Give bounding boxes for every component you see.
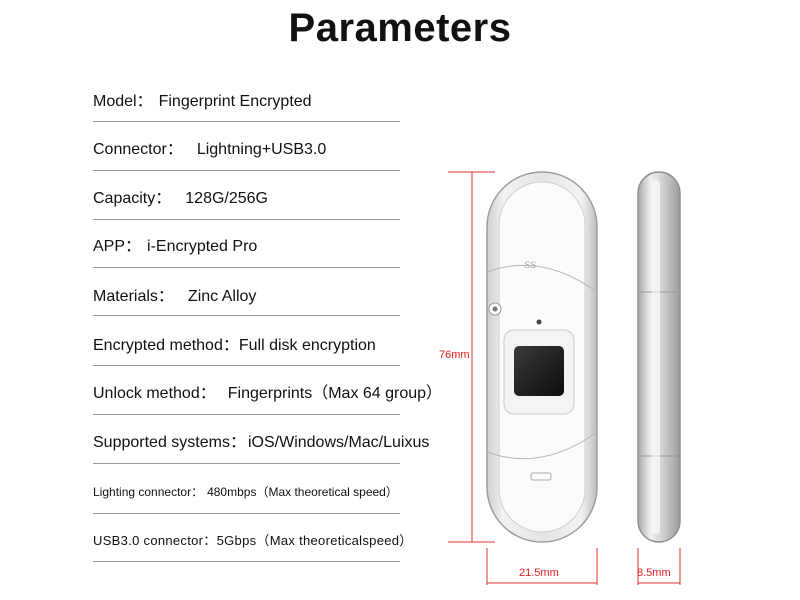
param-usb3-connector: USB3.0 connector：5Gbps（Max theoreticalsp… bbox=[93, 530, 412, 549]
param-label: Model： bbox=[93, 93, 153, 110]
param-label: Materials： bbox=[93, 288, 174, 305]
divider bbox=[93, 315, 400, 316]
param-connector: Connector： Lightning+USB3.0 bbox=[93, 135, 403, 159]
param-app: APP： i-Encrypted Pro bbox=[93, 232, 403, 256]
param-label: Lighting connector： bbox=[93, 485, 204, 499]
param-materials: Materials： Zinc Alloy bbox=[93, 282, 403, 306]
param-lighting-connector: Lighting connector：480mbps（Max theoretic… bbox=[93, 483, 403, 500]
divider bbox=[93, 170, 400, 171]
param-value: Full disk encryption bbox=[238, 337, 376, 354]
param-value: 128G/256G bbox=[185, 190, 268, 207]
divider bbox=[93, 121, 400, 122]
param-value: iOS/Windows/Mac/Luixus bbox=[247, 434, 430, 451]
page-title: Parameters bbox=[288, 6, 512, 50]
param-unlock-method: Unlock method： Fingerprints（Max 64 group） bbox=[93, 379, 442, 403]
divider bbox=[93, 414, 400, 415]
height-dimension-label: 76mm bbox=[439, 349, 470, 361]
param-model: Model： Fingerprint Encrypted bbox=[93, 87, 403, 111]
width-dimension-label: 21.5mm bbox=[519, 567, 559, 579]
usb-logo-text: SS bbox=[524, 260, 536, 270]
param-label: Capacity： bbox=[93, 190, 172, 207]
dimension-markers bbox=[448, 171, 681, 585]
param-label: USB3.0 connector： bbox=[93, 533, 217, 548]
param-value: 5Gbps（Max theoreticalspeed） bbox=[216, 533, 413, 548]
usb-side-view bbox=[637, 171, 681, 543]
thickness-dimension-label: 8.5mm bbox=[637, 567, 671, 579]
param-label: Supported systems： bbox=[93, 434, 246, 451]
param-label: Connector： bbox=[93, 141, 183, 158]
param-value: Fingerprints（Max 64 group） bbox=[227, 385, 443, 402]
param-capacity: Capacity： 128G/256G bbox=[93, 184, 403, 208]
divider bbox=[93, 513, 400, 514]
divider bbox=[93, 267, 400, 268]
divider bbox=[93, 219, 400, 220]
param-value: Fingerprint Encrypted bbox=[158, 93, 312, 110]
param-label: Unlock method： bbox=[93, 385, 216, 402]
param-value: 480mbps（Max theoretical speed） bbox=[207, 485, 398, 499]
divider bbox=[93, 365, 400, 366]
param-value: Zinc Alloy bbox=[187, 288, 257, 305]
param-value: Lightning+USB3.0 bbox=[196, 141, 327, 158]
param-label: Encrypted method： bbox=[93, 337, 239, 354]
usb-front-view bbox=[486, 171, 598, 543]
param-value: i-Encrypted Pro bbox=[147, 238, 258, 255]
param-encrypted-method: Encrypted method：Full disk encryption bbox=[93, 331, 403, 355]
param-label: APP： bbox=[93, 238, 142, 255]
param-supported-systems: Supported systems：iOS/Windows/Mac/Luixus bbox=[93, 428, 429, 452]
divider bbox=[93, 561, 400, 562]
divider bbox=[93, 463, 400, 464]
